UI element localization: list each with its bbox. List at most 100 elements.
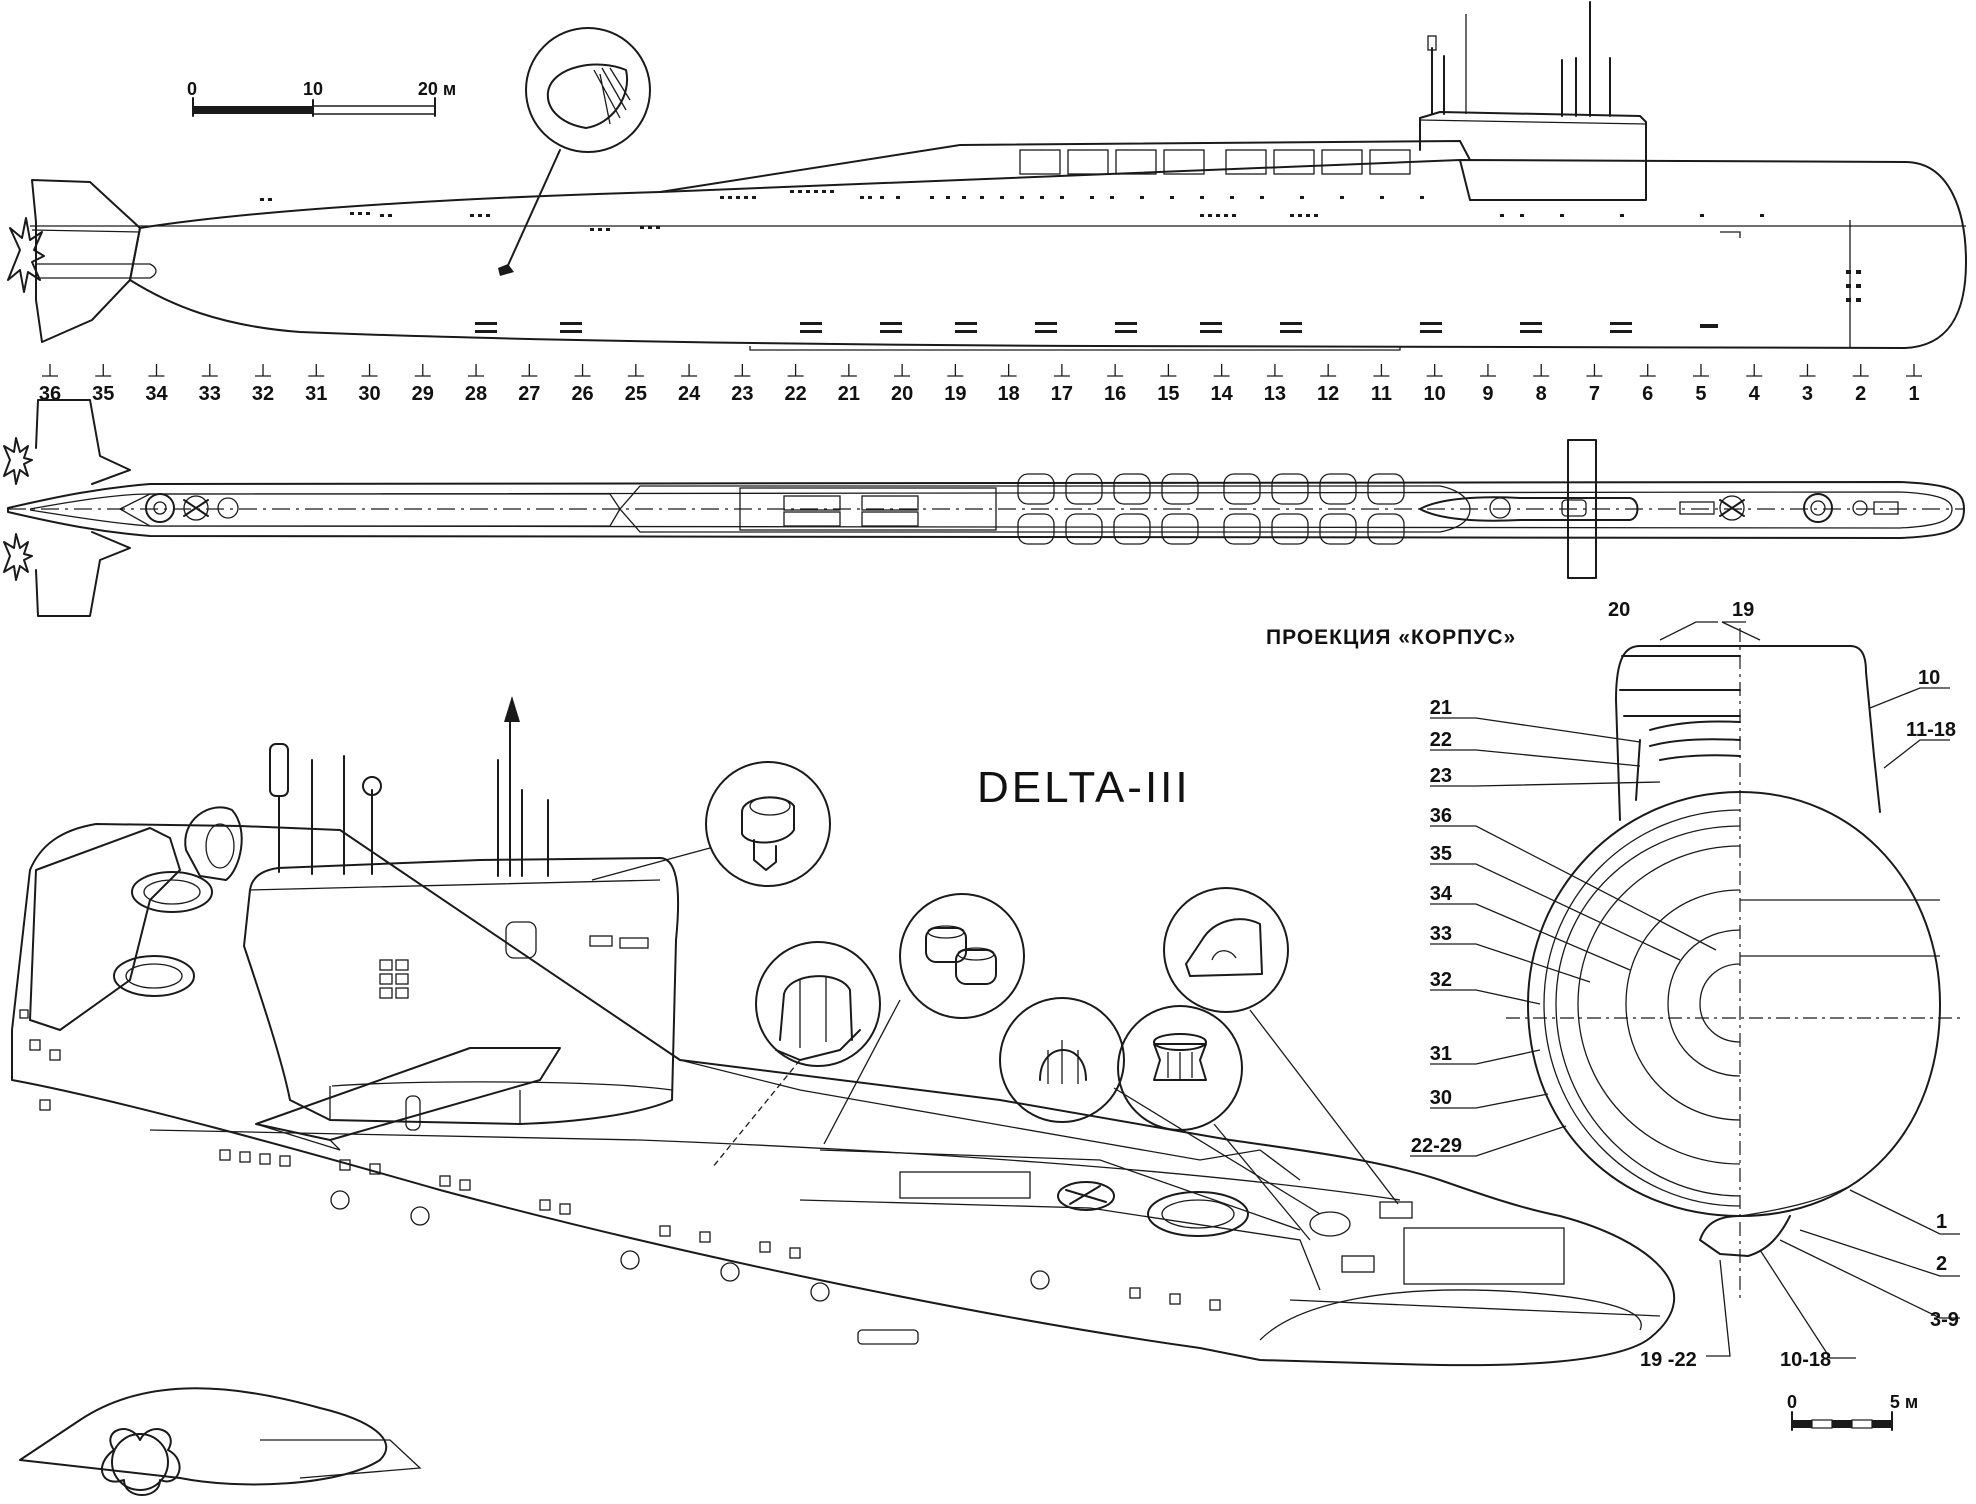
detail-bubble-cage — [999, 997, 1321, 1215]
section-label-19: 19 — [1732, 599, 1754, 621]
frame-number-21: 21 — [838, 383, 860, 405]
frame-number-17: 17 — [1051, 383, 1073, 405]
side-view — [7, 1, 1967, 351]
scale-bar-top: 0 10 20 м — [187, 79, 456, 117]
frame-tick-4 — [1746, 364, 1763, 377]
detail-bubbles — [591, 761, 1399, 1241]
section-label-34: 34 — [1430, 883, 1453, 905]
scale-top-label-0: 0 — [187, 79, 197, 99]
perspective-view — [11, 696, 1675, 1496]
frame-number-6: 6 — [1642, 383, 1653, 405]
frame-number-4: 4 — [1749, 383, 1761, 405]
masts-side — [1427, 1, 1611, 117]
frame-number-36: 36 — [39, 383, 61, 405]
frame-number-7: 7 — [1589, 383, 1600, 405]
frame-number-25: 25 — [625, 383, 647, 405]
frame-number-16: 16 — [1104, 383, 1126, 405]
frame-number-15: 15 — [1157, 383, 1179, 405]
frame-number-30: 30 — [358, 383, 380, 405]
frame-number-22: 22 — [784, 383, 806, 405]
frame-tick-2 — [1852, 364, 1869, 377]
frame-tick-3 — [1799, 364, 1816, 377]
section-label-36: 36 — [1430, 805, 1452, 827]
frame-tick-15 — [1160, 364, 1177, 377]
frame-tick-19 — [947, 364, 964, 377]
section-label-33: 33 — [1430, 923, 1452, 945]
section-label-10: 10 — [1918, 667, 1940, 689]
frame-tick-18 — [1000, 364, 1017, 377]
masts-perspective — [269, 696, 549, 877]
section-label-32: 32 — [1430, 969, 1452, 991]
frame-number-13: 13 — [1264, 383, 1286, 405]
frame-tick-31 — [308, 364, 325, 377]
frame-tick-17 — [1053, 364, 1070, 377]
frame-tick-24 — [681, 364, 698, 377]
frame-number-26: 26 — [571, 383, 593, 405]
scale-bar-bottom: 0 5 м — [1787, 1392, 1918, 1431]
frame-tick-5 — [1692, 364, 1709, 377]
frame-tick-22 — [787, 364, 804, 377]
frame-number-29: 29 — [412, 383, 434, 405]
frame-tick-36 — [42, 364, 58, 377]
frame-tick-16 — [1107, 364, 1124, 377]
hull-portholes-perspective — [19, 1009, 1221, 1345]
frame-number-3: 3 — [1802, 383, 1813, 405]
frame-tick-34 — [148, 364, 165, 377]
frame-tick-23 — [734, 364, 751, 377]
scale-bottom-label-5: 5 м — [1890, 1392, 1918, 1412]
frame-number-31: 31 — [305, 383, 327, 405]
detail-bubble-light — [591, 761, 831, 887]
detail-bubble-bollard-2 — [1117, 1005, 1311, 1241]
frame-number-1: 1 — [1908, 383, 1919, 405]
section-label-21: 21 — [1430, 697, 1452, 719]
frame-tick-35 — [95, 364, 112, 377]
frame-number-11: 11 — [1371, 383, 1392, 405]
frame-number-18: 18 — [998, 383, 1020, 405]
section-leaders — [1410, 621, 1960, 1359]
section-label-20: 20 — [1608, 599, 1630, 621]
frame-number-20: 20 — [891, 383, 913, 405]
side-hull-details — [260, 190, 1861, 333]
body-plan-section — [1410, 621, 1960, 1359]
section-label-3-9: 3-9 — [1930, 1309, 1959, 1331]
frame-tick-7 — [1586, 364, 1603, 377]
detail-bubble-railing — [711, 941, 881, 1169]
section-label-23: 23 — [1430, 765, 1452, 787]
frame-tick-32 — [255, 364, 272, 377]
frame-number-8: 8 — [1536, 383, 1547, 405]
projection-title: ПРОЕКЦИЯ «КОРПУС» — [1266, 626, 1516, 649]
frame-tick-11 — [1373, 364, 1390, 377]
frame-number-14: 14 — [1211, 383, 1234, 405]
frame-number-12: 12 — [1317, 383, 1339, 405]
missile-hatches-plan — [1017, 473, 1405, 545]
frame-tick-28 — [468, 364, 485, 377]
frame-number-32: 32 — [252, 383, 274, 405]
scale-top-label-10: 10 — [303, 79, 323, 99]
section-label-19-22: 19 -22 — [1640, 1349, 1697, 1371]
frame-tick-10 — [1426, 364, 1443, 377]
section-label-30: 30 — [1430, 1087, 1452, 1109]
detail-bubble-hatch — [498, 27, 651, 276]
frame-tick-25 — [627, 364, 644, 377]
section-label-2: 2 — [1936, 1253, 1947, 1275]
frame-number-33: 33 — [199, 383, 221, 405]
frame-tick-8 — [1533, 364, 1550, 377]
detail-bubble-bollards-1 — [823, 893, 1025, 1145]
frame-number-27: 27 — [518, 383, 540, 405]
frame-tick-9 — [1479, 364, 1496, 377]
frame-tick-13 — [1266, 364, 1283, 377]
frame-number-34: 34 — [145, 383, 168, 405]
missile-hatches-side — [1019, 149, 1411, 175]
section-label-11-18: 11-18 — [1906, 719, 1956, 741]
section-labels: 21 22 23 36 35 34 33 32 31 30 22-29 20 1… — [1411, 599, 1959, 1371]
scale-bottom-label-0: 0 — [1787, 1392, 1797, 1412]
frame-tick-29 — [414, 364, 431, 377]
frame-tick-26 — [574, 364, 591, 377]
frame-tick-20 — [894, 364, 911, 377]
section-label-1: 1 — [1936, 1211, 1947, 1233]
scale-top-label-20: 20 м — [418, 79, 456, 99]
frame-number-2: 2 — [1855, 383, 1866, 405]
frame-number-23: 23 — [731, 383, 753, 405]
plan-view — [3, 399, 1965, 617]
